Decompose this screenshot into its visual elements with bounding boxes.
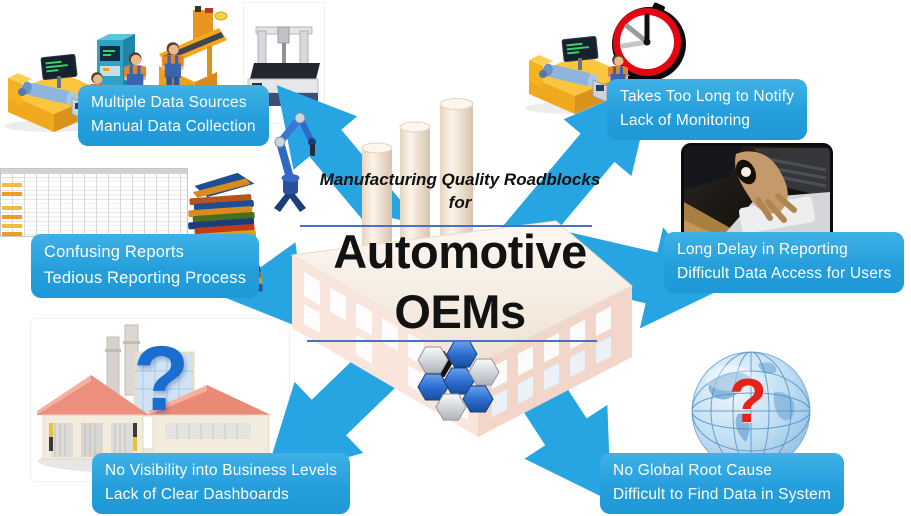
callout-no-global-root-cause: No Global Root Cause Difficult to Find D…: [600, 453, 845, 515]
title-line2: OEMs: [394, 284, 526, 338]
callout-line: Multiple Data Sources: [91, 94, 247, 111]
question-mark-red: ?: [729, 367, 767, 436]
spreadsheet-highlight-row: [2, 192, 22, 196]
divider-bottom: [307, 340, 597, 342]
callout-multiple-data-sources: Multiple Data Sources Manual Data Collec…: [78, 85, 269, 147]
callout-line: Lack of Monitoring: [620, 112, 751, 130]
callout-long-delay: Long Delay in Reporting Difficult Data A…: [664, 232, 905, 294]
callout-line: Lack of Clear Dashboards: [105, 486, 290, 504]
diagram-subtitle: Manufacturing Quality Roadblocks for: [310, 169, 610, 215]
spreadsheet-highlight-row: [2, 224, 22, 228]
divider-top: [300, 225, 592, 227]
callout-line: Confusing Reports: [44, 243, 185, 261]
spreadsheet-highlight-row: [2, 206, 22, 210]
callout-line: No Global Root Cause: [613, 462, 773, 479]
callout-line: Difficult to Find Data in System: [613, 486, 832, 504]
subtitle-line2: Roadblocks for: [448, 170, 601, 212]
spreadsheet-highlight-row: [2, 232, 22, 236]
globe-icon: [691, 351, 811, 471]
callout-takes-too-long: Takes Too Long to Notify Lack of Monitor…: [607, 79, 808, 141]
clock-icon: [612, 2, 686, 85]
callout-line: No Visibility into Business Levels: [105, 462, 338, 479]
callout-confusing-reports: Confusing Reports Tedious Reporting Proc…: [31, 234, 260, 299]
callout-no-visibility: No Visibility into Business Levels Lack …: [92, 453, 351, 515]
callout-line: Long Delay in Reporting: [677, 241, 848, 258]
title-line1: Automotive: [333, 225, 587, 278]
callout-line: Manual Data Collection: [91, 118, 256, 136]
question-mark-blue: ?: [133, 328, 190, 430]
callout-line: Tedious Reporting Process: [44, 268, 247, 287]
callout-line: Takes Too Long to Notify: [620, 88, 795, 105]
spreadsheet-image: [0, 168, 188, 237]
callout-line: Difficult Data Access for Users: [677, 265, 892, 283]
diagram-title: Automotive OEMs: [255, 222, 665, 341]
cmm-arm-illustration: [274, 112, 316, 212]
spreadsheet-highlight-row: [2, 183, 22, 187]
laptop-hand-photo: [681, 143, 833, 242]
laptop-hand-art: [684, 146, 830, 239]
spreadsheet-highlight-row: [2, 215, 22, 219]
subtitle-line1: Manufacturing Quality: [319, 170, 500, 189]
